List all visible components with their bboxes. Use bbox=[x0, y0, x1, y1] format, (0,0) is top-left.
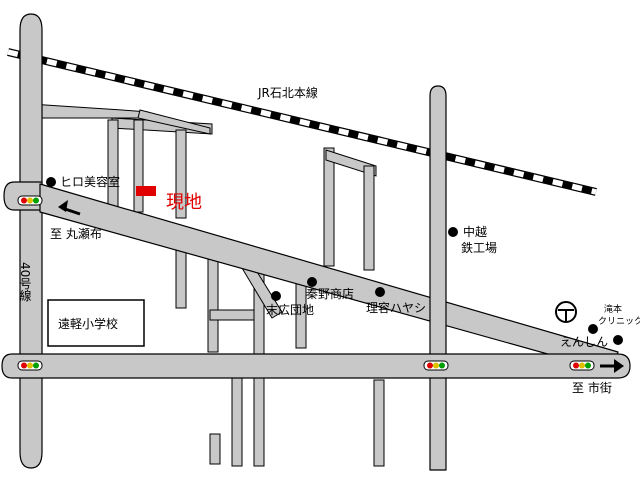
railway-line bbox=[7, 48, 597, 196]
to-left-label: 至 丸瀬布 bbox=[50, 227, 102, 241]
traffic-signal-west-lower bbox=[17, 360, 43, 371]
site-label: 現地 bbox=[166, 192, 202, 213]
enshin-dot bbox=[613, 335, 623, 345]
takimoto-dot bbox=[588, 324, 598, 334]
traffic-signal-east bbox=[569, 360, 595, 371]
suehiro-label: 末広団地 bbox=[266, 303, 314, 317]
suehiro-dot bbox=[271, 291, 281, 301]
site-marker bbox=[136, 186, 156, 196]
railway-label: JR石北本線 bbox=[257, 85, 318, 100]
nakakoshi-label-1: 中越 bbox=[463, 224, 487, 239]
hiro-dot bbox=[46, 177, 56, 187]
school-label: 遠軽小学校 bbox=[58, 316, 118, 331]
arrow-right-icon bbox=[600, 359, 624, 373]
hatano-dot bbox=[307, 277, 317, 287]
takimoto-label-1: 滝本 bbox=[604, 303, 622, 315]
enshin-label: えんしん bbox=[560, 335, 608, 349]
hiro-label: ヒロ美容室 bbox=[60, 174, 120, 189]
route-label: 40号線 bbox=[18, 262, 32, 301]
traffic-signal-west-upper bbox=[17, 195, 43, 206]
hayashi-dot bbox=[375, 287, 385, 297]
traffic-signal-middle bbox=[423, 360, 449, 371]
arrow-left-icon bbox=[58, 200, 81, 216]
to-right-label: 至 市街 bbox=[572, 380, 612, 395]
main-roads bbox=[1, 13, 631, 471]
school-box bbox=[47, 299, 145, 347]
hatano-label: 秦野商店 bbox=[306, 286, 354, 301]
nakakoshi-dot bbox=[448, 227, 458, 237]
post-office-icon bbox=[555, 301, 577, 323]
takimoto-label-2: クリニック bbox=[598, 316, 640, 327]
nakakoshi-label-2: 鉄工場 bbox=[461, 240, 497, 255]
hayashi-label: 理容ハヤシ bbox=[366, 300, 426, 315]
